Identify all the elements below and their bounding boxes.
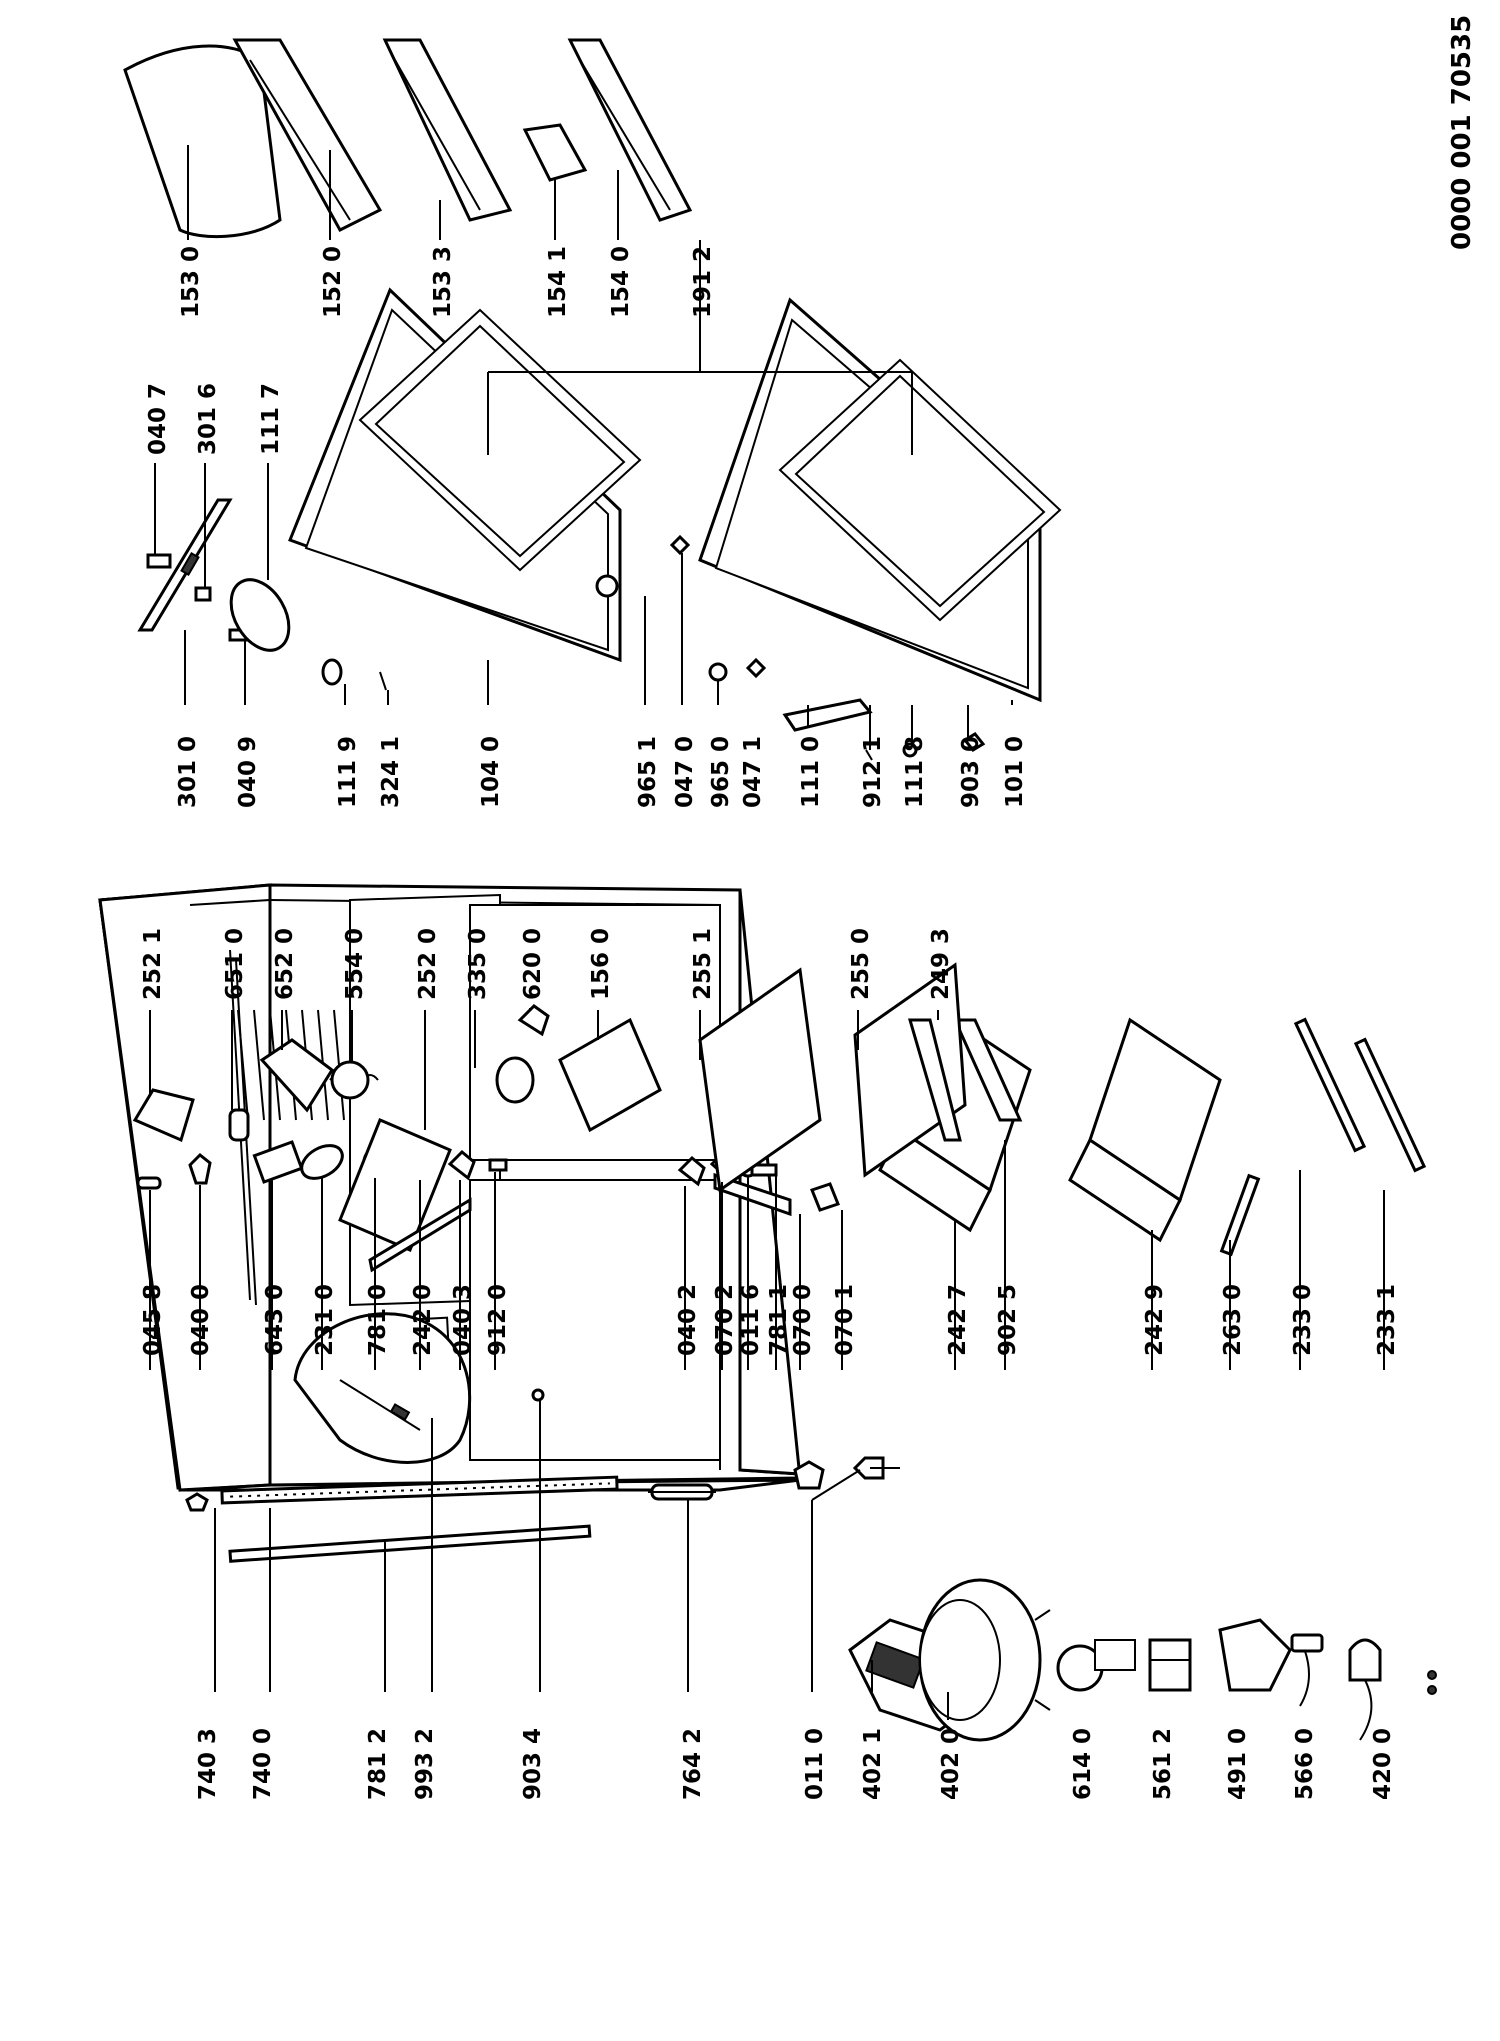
label-255-1: 255 1 (690, 928, 716, 1000)
label-070-0: 070 0 (790, 1284, 816, 1356)
label-781-1: 781 1 (766, 1284, 792, 1356)
label-566-0: 566 0 (1292, 1728, 1318, 1800)
label-491-0: 491 0 (1225, 1728, 1251, 1800)
label-242-7: 242 7 (945, 1284, 971, 1356)
part-labels: 740 3 740 0 781 2 993 2 903 4 764 2 011 … (140, 15, 1477, 1800)
label-231-0: 231 0 (312, 1284, 338, 1356)
label-252-1: 252 1 (140, 928, 166, 1000)
label-561-2: 561 2 (1150, 1728, 1176, 1800)
column3-parts (132, 962, 967, 1273)
label-191-2: 191 2 (690, 246, 716, 318)
label-040-3: 040 3 (450, 1284, 476, 1356)
hinge-strip-drawing (220, 1475, 619, 1563)
label-011-0: 011 0 (802, 1728, 828, 1800)
label-255-0: 255 0 (848, 928, 874, 1000)
label-993-2: 993 2 (412, 1728, 438, 1800)
label-903-0: 903 0 (958, 736, 984, 808)
cabinet-small-parts (185, 1388, 900, 1512)
label-252-0: 252 0 (415, 928, 441, 1000)
label-764-2: 764 2 (680, 1728, 706, 1800)
label-902-5: 902 5 (995, 1284, 1021, 1356)
document-number: 0000 001 70535 (1447, 15, 1477, 250)
label-101-0: 101 0 (1002, 736, 1028, 808)
label-912-1: 912 1 (860, 736, 886, 808)
label-233-0: 233 0 (1290, 1284, 1316, 1356)
label-011-6: 011 6 (738, 1284, 764, 1356)
label-781-0: 781 0 (365, 1284, 391, 1356)
label-324-1: 324 1 (378, 736, 404, 808)
label-301-6: 301 6 (195, 383, 221, 455)
label-420-0: 420 0 (1370, 1728, 1396, 1800)
label-111-0: 111 0 (798, 736, 824, 808)
label-070-2: 070 2 (712, 1284, 738, 1356)
label-040-7: 040 7 (145, 383, 171, 455)
label-965-1: 965 1 (635, 736, 661, 808)
label-045-8: 045 8 (140, 1284, 166, 1356)
label-156-0: 156 0 (588, 928, 614, 1000)
label-242-0: 242 0 (410, 1284, 436, 1356)
label-912-0: 912 0 (485, 1284, 511, 1356)
label-554-0: 554 0 (342, 928, 368, 1000)
label-111-7: 111 7 (258, 383, 284, 455)
doors-drawing (137, 287, 1062, 761)
label-111-9: 111 9 (335, 736, 361, 808)
label-402-0: 402 0 (938, 1728, 964, 1800)
fan-cover-drawing (293, 1312, 472, 1464)
label-652-0: 652 0 (272, 928, 298, 1000)
label-153-3: 153 3 (430, 246, 456, 318)
drawers-drawing (878, 1007, 1427, 1257)
label-335-0: 335 0 (465, 928, 491, 1000)
label-263-0: 263 0 (1220, 1284, 1246, 1356)
label-040-0: 040 0 (188, 1284, 214, 1356)
label-233-1: 233 1 (1374, 1284, 1400, 1356)
compressor-drawing (848, 1578, 1437, 1742)
label-152-0: 152 0 (320, 246, 346, 318)
bins-drawing (123, 38, 693, 238)
label-651-0: 651 0 (222, 928, 248, 1000)
label-104-0: 104 0 (478, 736, 504, 808)
label-040-9: 040 9 (235, 736, 261, 808)
leader-lines (149, 145, 1385, 1720)
label-154-0: 154 0 (608, 246, 634, 318)
label-740-0: 740 0 (250, 1728, 276, 1800)
label-965-0: 965 0 (708, 736, 734, 808)
label-070-1: 070 1 (832, 1284, 858, 1356)
label-040-2: 040 2 (675, 1284, 701, 1356)
label-047-0: 047 0 (672, 736, 698, 808)
label-614-0: 614 0 (1070, 1728, 1096, 1800)
label-903-4: 903 4 (520, 1728, 546, 1800)
label-154-1: 154 1 (545, 246, 571, 318)
label-781-2: 781 2 (365, 1728, 391, 1800)
label-740-3: 740 3 (195, 1728, 221, 1800)
label-249-3: 249 3 (928, 928, 954, 1000)
label-402-1: 402 1 (860, 1728, 886, 1800)
label-047-1: 047 1 (740, 736, 766, 808)
label-643-0: 643 0 (262, 1284, 288, 1356)
label-111-8: 111 8 (902, 736, 928, 808)
label-301-0: 301 0 (175, 736, 201, 808)
label-242-9: 242 9 (1142, 1284, 1168, 1356)
label-153-0: 153 0 (178, 246, 204, 318)
label-620-0: 620 0 (520, 928, 546, 1000)
